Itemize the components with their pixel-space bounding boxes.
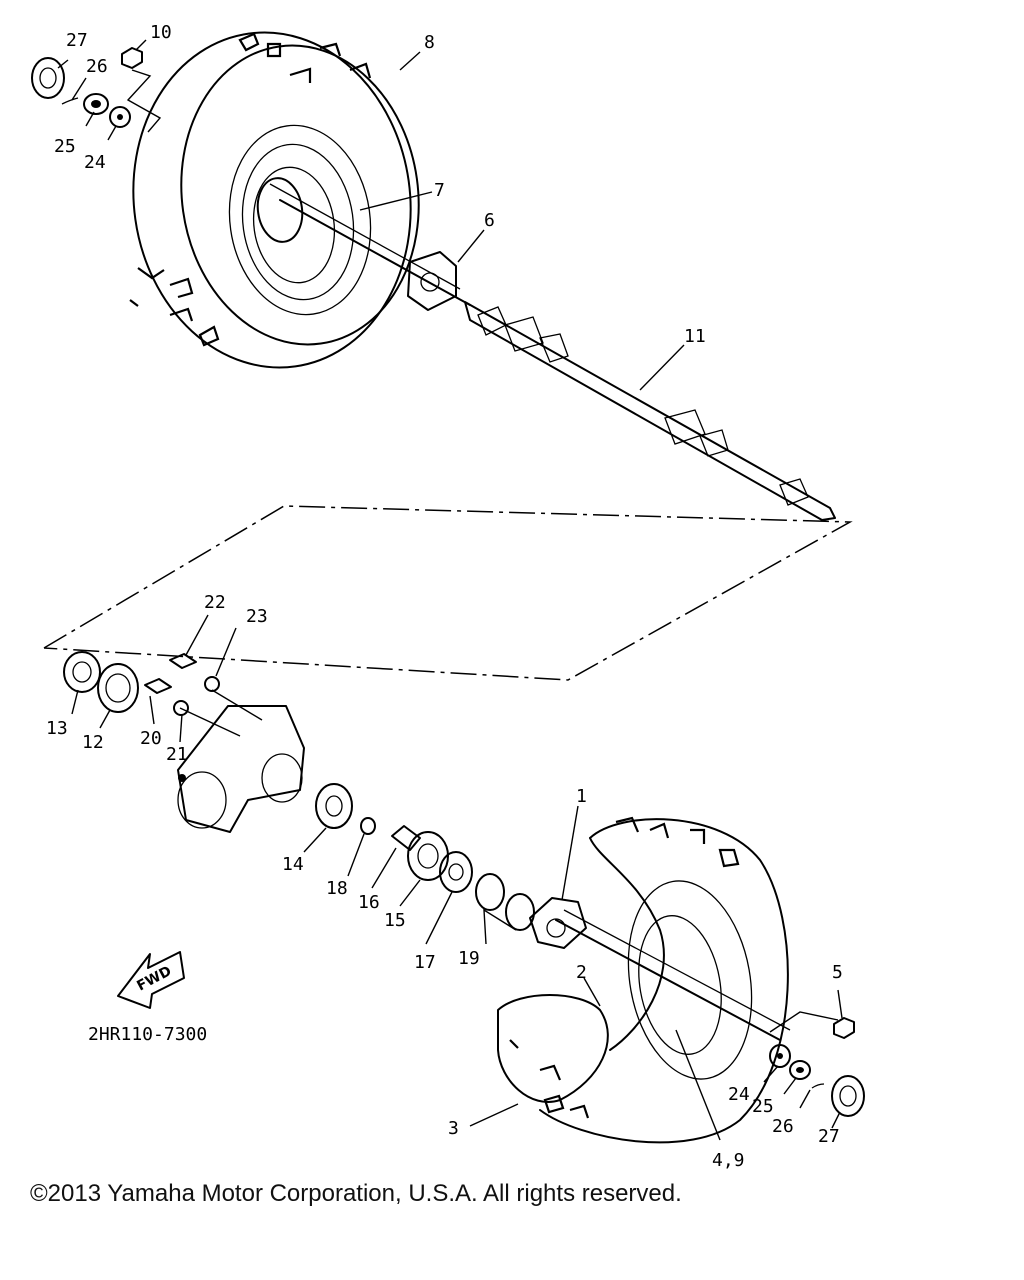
callout-14: 14 <box>282 854 304 875</box>
callout-3: 3 <box>448 1118 459 1139</box>
callout-24-top: 24 <box>84 152 106 173</box>
callout-19: 19 <box>458 948 480 969</box>
leader-lines <box>57 39 843 1141</box>
copyright-notice: ©2013 Yamaha Motor Corporation, U.S.A. A… <box>30 1180 682 1207</box>
upper-nut-parts <box>31 47 162 133</box>
callout-20: 20 <box>140 728 162 749</box>
callout-27-bottom: 27 <box>818 1126 840 1147</box>
callout-12: 12 <box>82 732 104 753</box>
callout-6: 6 <box>484 210 495 231</box>
callout-25-top: 25 <box>54 136 76 157</box>
upper-tire-assembly <box>129 31 420 369</box>
rear-axle-shaft <box>464 301 836 521</box>
callout-4-9: 4,9 <box>712 1150 745 1171</box>
callout-17: 17 <box>414 952 436 973</box>
callout-24-bottom: 24 <box>728 1084 750 1105</box>
callout-21: 21 <box>166 744 188 765</box>
callout-27-top: 27 <box>66 30 88 51</box>
reference-frame <box>43 505 853 681</box>
callout-1: 1 <box>576 786 587 807</box>
callout-25-bottom: 25 <box>752 1096 774 1117</box>
fwd-direction-arrow: FWD <box>117 951 185 1009</box>
callout-15: 15 <box>384 910 406 931</box>
callout-16: 16 <box>358 892 380 913</box>
axle-housing-group <box>63 651 535 931</box>
callout-10: 10 <box>150 22 172 43</box>
callout-2: 2 <box>576 962 587 983</box>
callout-7: 7 <box>434 180 445 201</box>
callout-26-bottom: 26 <box>772 1116 794 1137</box>
callout-11: 11 <box>684 326 706 347</box>
callout-numbers: 1 2 3 4,9 5 6 7 8 10 11 12 13 14 15 16 1… <box>46 22 843 1171</box>
callout-13: 13 <box>46 718 68 739</box>
callout-22: 22 <box>204 592 226 613</box>
callout-26-top: 26 <box>86 56 108 77</box>
exploded-parts-diagram: FWD 1 2 3 4,9 <box>31 22 865 1171</box>
model-code: 2HR110-7300 <box>88 1024 207 1045</box>
callout-18: 18 <box>326 878 348 899</box>
callout-5: 5 <box>832 962 843 983</box>
callout-23: 23 <box>246 606 268 627</box>
upper-hub <box>269 183 471 311</box>
callout-8: 8 <box>424 32 435 53</box>
lower-wheel-assembly <box>497 816 865 1144</box>
